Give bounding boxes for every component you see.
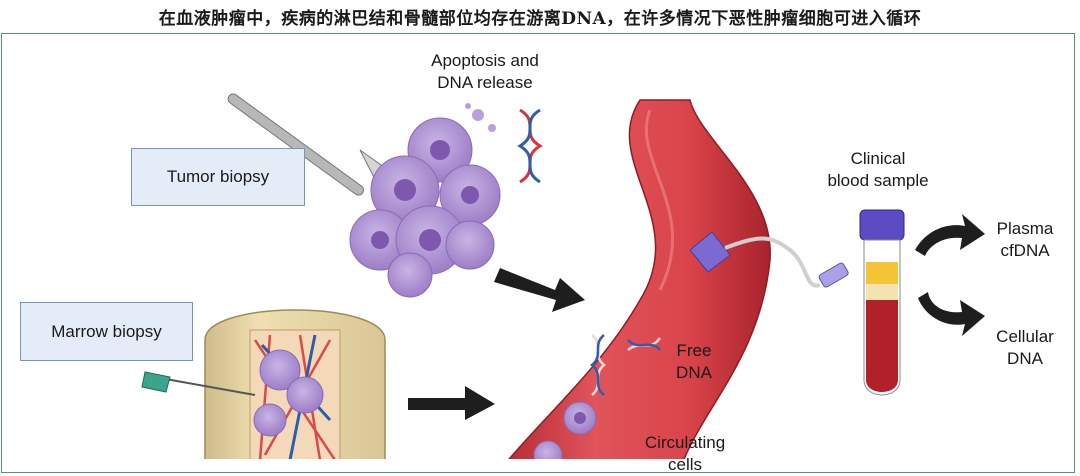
- plasma-cfdna-label: Plasma cfDNA: [980, 218, 1070, 262]
- clinical-sample-label: Clinical blood sample: [808, 148, 948, 192]
- bone-marrow-icon: [204, 309, 386, 459]
- tumor-biopsy-label: Tumor biopsy: [131, 148, 305, 206]
- blood-vessel: [508, 99, 771, 459]
- butterfly-needle-icon: [689, 231, 849, 288]
- figure-caption: 在血液肿瘤中，疾病的淋巴结和骨髓部位均存在游离DNA，在许多情况下恶性肿瘤细胞可…: [158, 9, 922, 29]
- clinical-line-1: Clinical: [850, 149, 906, 168]
- free-line-1: Free: [676, 341, 712, 360]
- arrow-icon-tumor: [494, 268, 585, 312]
- circulating-cells-label: Circulating cells: [630, 432, 740, 476]
- circulating-line-1: Circulating: [644, 433, 726, 452]
- free-line-2: DNA: [676, 363, 712, 382]
- plasma-line-1: Plasma: [996, 219, 1054, 238]
- cellular-line-2: DNA: [1007, 349, 1043, 368]
- circulating-line-2: cells: [667, 455, 702, 474]
- syringe-icon: [141, 371, 256, 396]
- arrow-icon-marrow: [408, 386, 495, 420]
- arrow-icon-plasma: [915, 214, 985, 256]
- cellular-dna-label: Cellular DNA: [978, 326, 1072, 370]
- arrow-icon-cellular: [918, 292, 985, 336]
- free-dna-label: Free DNA: [664, 340, 724, 384]
- blood-tube-icon: [859, 209, 905, 396]
- cellular-line-1: Cellular: [996, 327, 1054, 346]
- tumor-cell-cluster: [349, 103, 501, 298]
- clinical-line-2: blood sample: [827, 171, 929, 190]
- marrow-biopsy-label: Marrow biopsy: [20, 302, 193, 361]
- apoptosis-line-2: DNA release: [437, 73, 533, 92]
- apoptosis-line-1: Apoptosis and: [431, 51, 539, 70]
- dna-helix-icon: [517, 108, 543, 184]
- free-dna-icon: [590, 334, 662, 396]
- diagram-illustration: [141, 93, 985, 459]
- circulating-cell-icon: [533, 401, 597, 459]
- apoptosis-label: Apoptosis and DNA release: [400, 50, 570, 94]
- plasma-line-2: cfDNA: [1000, 241, 1050, 260]
